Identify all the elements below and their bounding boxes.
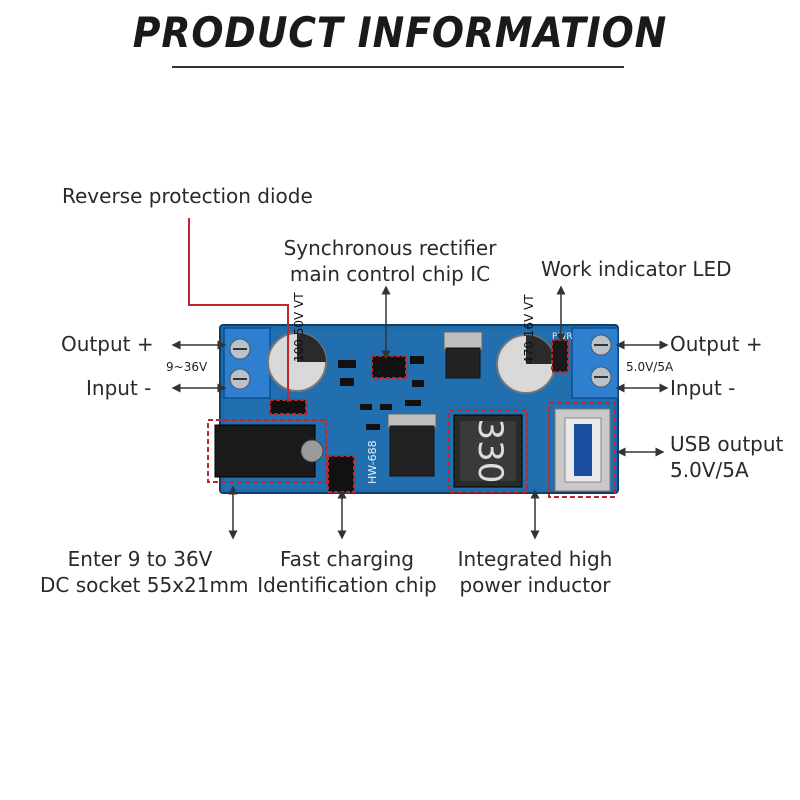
label-usb-spec: 5.0V/5A [670, 458, 749, 482]
label-output-spec: 5.0V/5A [626, 360, 674, 374]
power-inductor: 330 [448, 409, 528, 493]
label-reverse-diode: Reverse protection diode [62, 184, 313, 208]
label-input-minus-left: Input - [86, 376, 152, 400]
page-title: PRODUCT INFORMATION [132, 8, 668, 57]
label-sync-rectifier-2: main control chip IC [289, 262, 491, 286]
label-output-plus-right: Output + [670, 332, 763, 356]
control-ic [371, 355, 407, 379]
label-integrated-high: Integrated high [457, 547, 613, 571]
label-voltage-range: 9~36V [166, 360, 208, 374]
capacitor-100uf: 100 50V VT [267, 292, 327, 392]
svg-text:HW-688: HW-688 [366, 440, 379, 484]
title-underline [172, 66, 624, 68]
svg-text:PWR: PWR [552, 332, 573, 342]
terminal-block-left [223, 327, 271, 399]
label-dc-socket: DC socket 55x21mm [40, 573, 249, 597]
usb-port [548, 402, 616, 498]
label-work-led: Work indicator LED [541, 257, 732, 281]
label-power-inductor: power inductor [459, 573, 611, 597]
label-fast-charging: Fast charging [280, 547, 414, 571]
mosfet-bottom [387, 413, 437, 477]
svg-text:100 50V VT: 100 50V VT [292, 292, 306, 362]
pwr-led [551, 339, 569, 373]
label-dc-input: Enter 9 to 36V [67, 547, 213, 571]
dc-jack [207, 419, 327, 483]
label-output-plus-left: Output + [61, 332, 154, 356]
capacitor-470uf: 470 16V VT [496, 294, 556, 394]
svg-text:470 16V VT: 470 16V VT [522, 294, 536, 364]
label-sync-rectifier-1: Synchronous rectifier [283, 236, 497, 260]
label-usb-output: USB output [670, 432, 784, 456]
fast-charge-chip [327, 455, 355, 493]
mosfet-top [443, 331, 483, 379]
label-identification-chip: Identification chip [257, 573, 437, 597]
diode-d1 [269, 399, 307, 415]
terminal-block-right [571, 327, 619, 399]
label-input-minus-right: Input - [670, 376, 736, 400]
svg-text:330: 330 [470, 419, 510, 484]
